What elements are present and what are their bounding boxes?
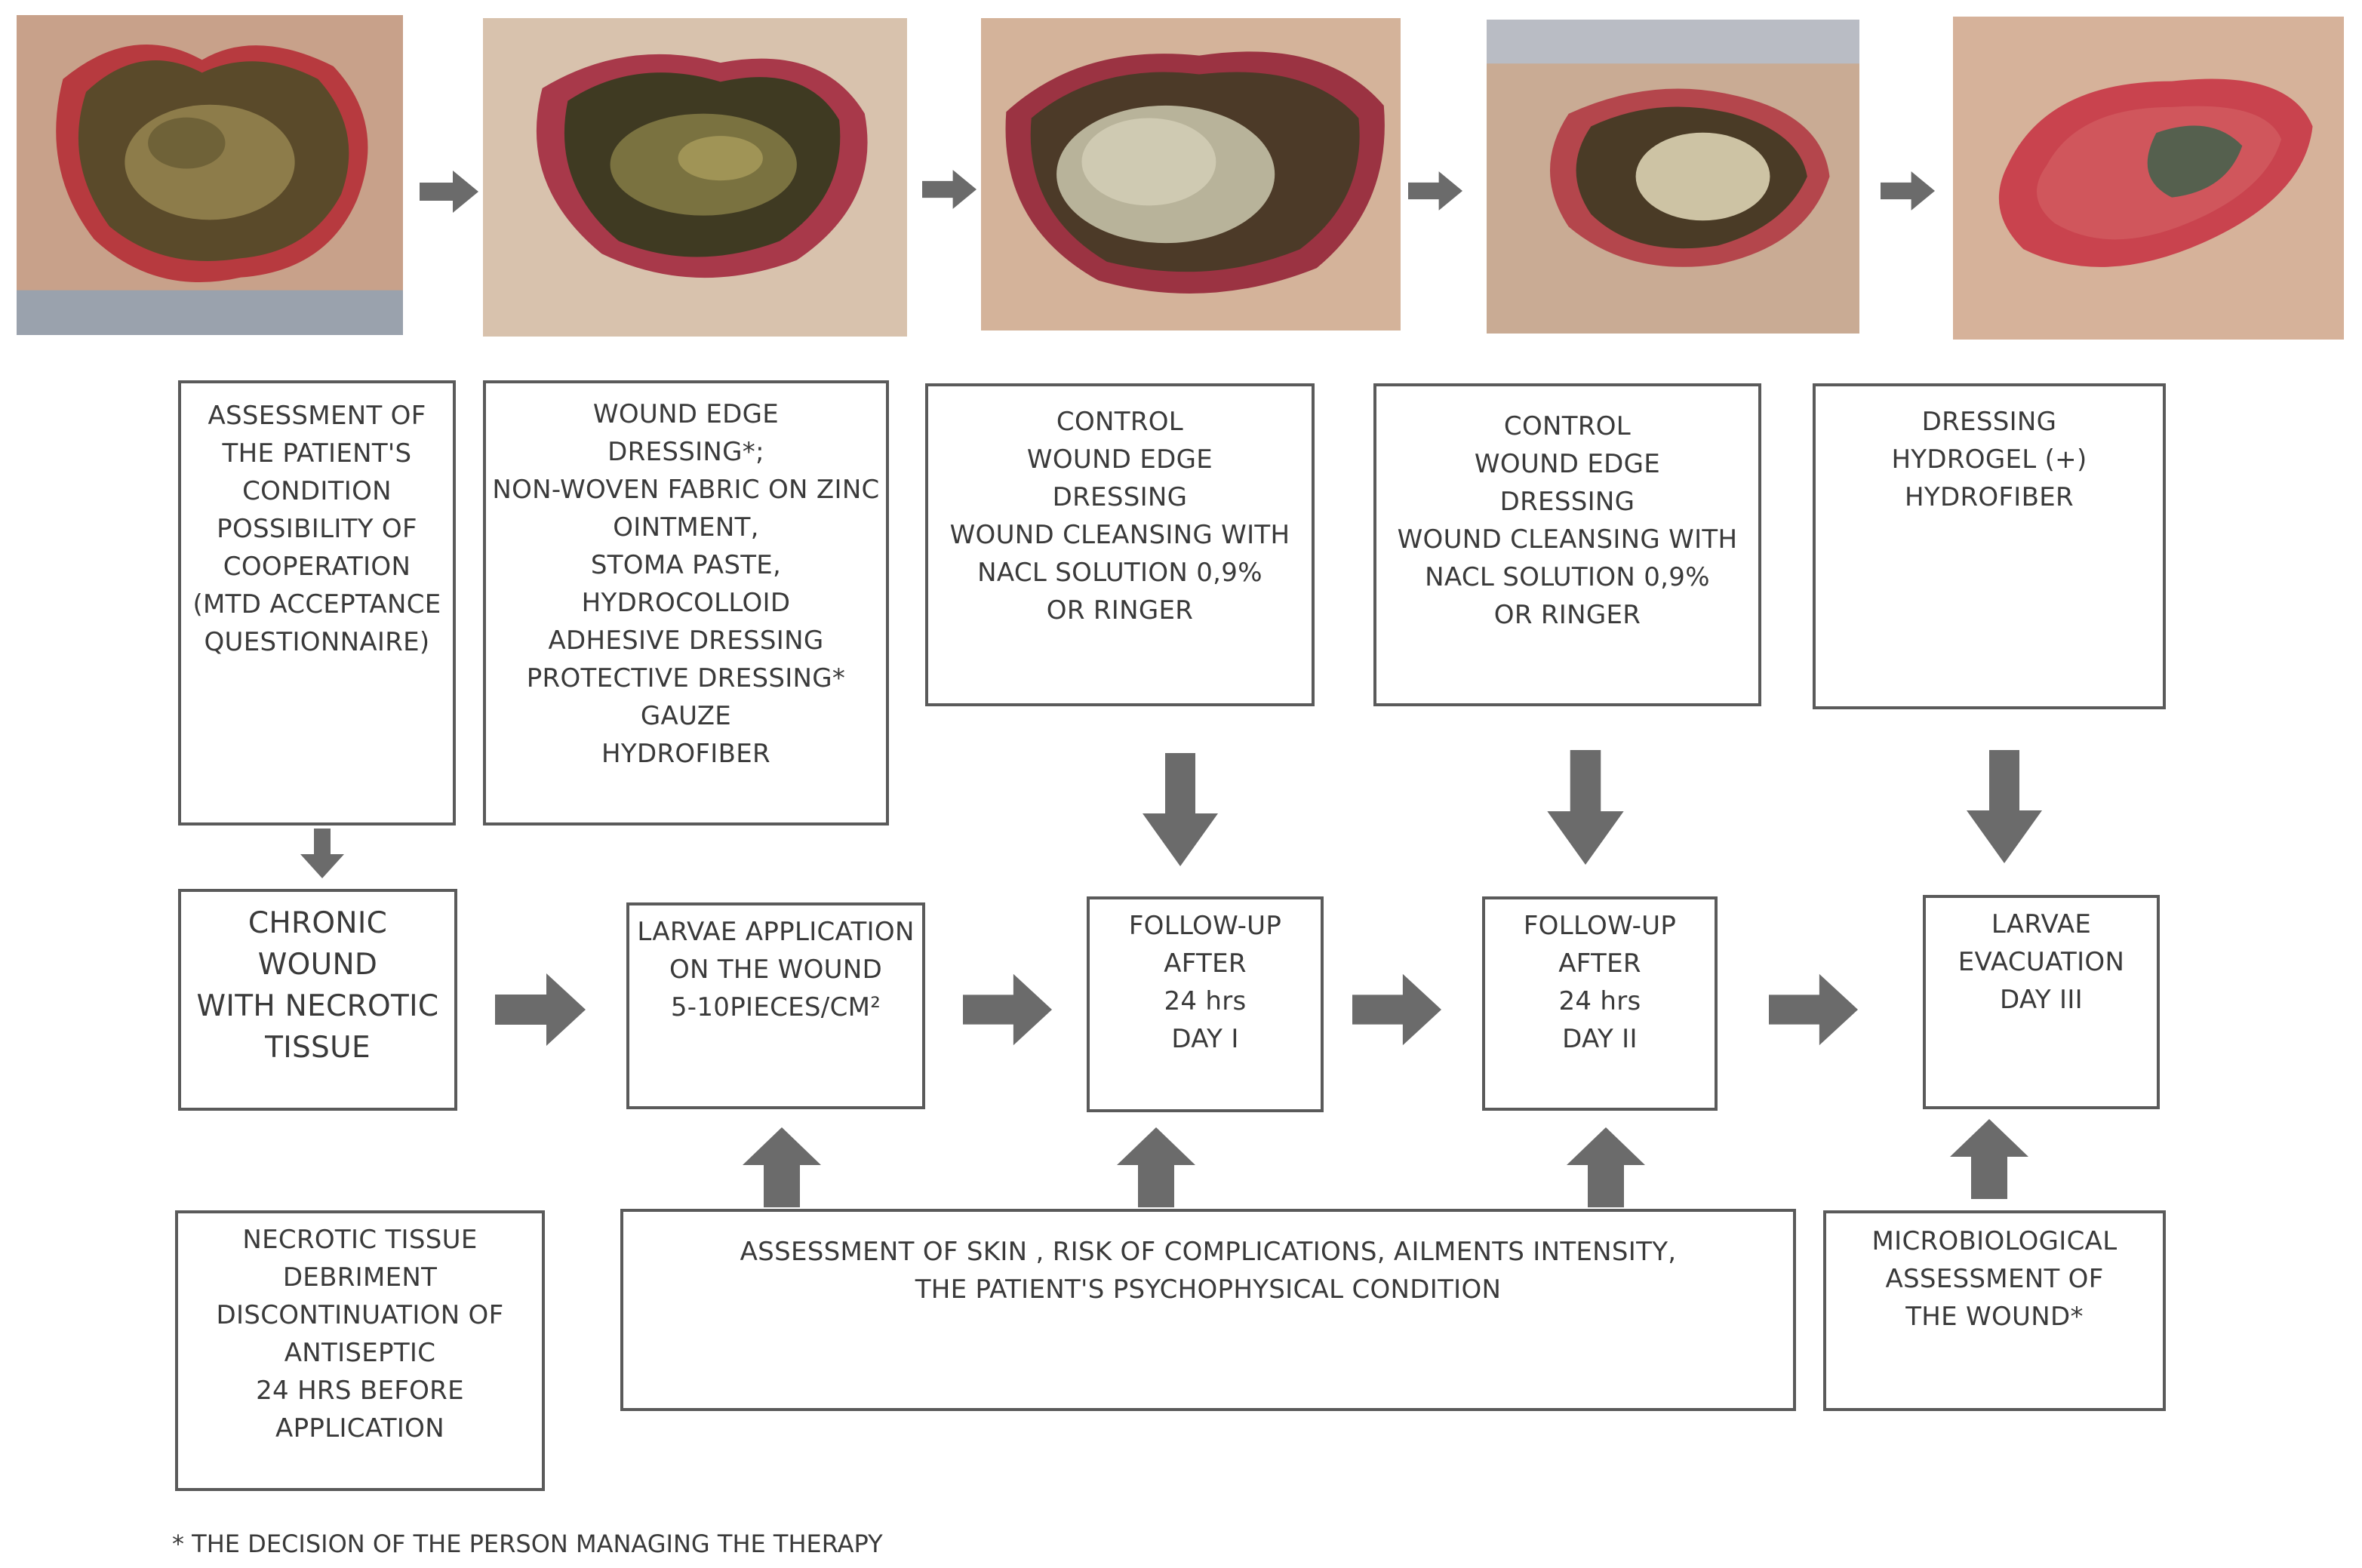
arrow-up-larvae-application xyxy=(743,1127,821,1207)
arrow-up-larvae-evacuation xyxy=(1950,1118,2028,1200)
box-control-2: CONTROL WOUND EDGE DRESSING WOUND CLEANS… xyxy=(1373,383,1761,706)
text-line: CHRONIC xyxy=(248,906,388,940)
arrow-right-1 xyxy=(495,973,586,1046)
box-follow-up-day1: FOLLOW-UP AFTER 24 hrs DAY I xyxy=(1087,896,1324,1112)
footnote: * THE DECISION OF THE PERSON MANAGING TH… xyxy=(172,1530,883,1558)
text-line: LARVAE APPLICATION xyxy=(637,917,915,947)
text-line: DRESSING xyxy=(1921,407,2057,437)
box-dressing-hydrogel: DRESSING HYDROGEL (+) HYDROFIBER xyxy=(1813,383,2166,709)
wound-photo-healing xyxy=(1953,17,2344,340)
box-larvae-evacuation: LARVAE EVACUATION DAY III xyxy=(1923,895,2160,1109)
photo-arrow-2 xyxy=(922,169,976,210)
text-line: CONDITION xyxy=(242,476,392,506)
text-line: AFTER xyxy=(1558,948,1641,979)
box-microbiological: MICROBIOLOGICAL ASSESSMENT OF THE WOUND* xyxy=(1823,1210,2166,1411)
text-line: DRESSING xyxy=(1052,482,1188,512)
text-line: POSSIBILITY OF xyxy=(217,514,417,544)
box-assessment-skin: ASSESSMENT OF SKIN , RISK OF COMPLICATIO… xyxy=(620,1209,1796,1411)
box-follow-up-day2: FOLLOW-UP AFTER 24 hrs DAY II xyxy=(1482,896,1718,1111)
arrow-down-control-1 xyxy=(1143,753,1218,866)
text-line: WITH NECROTIC xyxy=(196,989,439,1023)
text-line: GAUZE xyxy=(640,701,732,731)
box-necrotic-debriment: NECROTIC TISSUE DEBRIMENT DISCONTINUATIO… xyxy=(175,1210,545,1491)
text-line: CONTROL xyxy=(1503,411,1632,441)
text-line: AFTER xyxy=(1164,948,1247,979)
text-line: NON-WOVEN FABRIC ON ZINC xyxy=(492,475,880,505)
text-line: APPLICATION xyxy=(275,1413,444,1443)
wound-photo-larvae xyxy=(981,18,1401,331)
text-line: HYDROCOLLOID xyxy=(581,588,791,618)
text-line: WOUND EDGE xyxy=(592,399,780,429)
text-line: ANTISEPTIC xyxy=(284,1338,436,1368)
wound-photo-dressed xyxy=(483,18,907,337)
text-line: ASSESSMENT OF xyxy=(1885,1264,2104,1294)
text-line: NACL SOLUTION 0,9% xyxy=(1425,562,1710,592)
wound-photo-cleansed xyxy=(1487,20,1859,334)
text-line: WOUND EDGE xyxy=(1026,444,1213,475)
text-line: THE WOUND* xyxy=(1905,1302,2084,1332)
wound-photo-initial xyxy=(17,15,403,335)
box-chronic-wound: CHRONIC WOUND WITH NECROTIC TISSUE xyxy=(178,889,457,1111)
text-line: OINTMENT, xyxy=(613,512,759,543)
text-line: OR RINGER xyxy=(1046,595,1194,626)
box-assessment-patient: ASSESSMENT OF THE PATIENT'S CONDITION PO… xyxy=(178,380,456,826)
text-line: DRESSING xyxy=(1499,487,1635,517)
text-line: 5-10PIECES/CM² xyxy=(670,992,881,1022)
arrow-down-assessment xyxy=(300,829,344,878)
text-line: TISSUE xyxy=(265,1031,371,1065)
text-line: ASSESSMENT OF xyxy=(208,401,426,431)
arrow-down-dressing-hydrogel xyxy=(1967,750,2042,863)
text-line: 24 HRS BEFORE xyxy=(256,1376,464,1406)
text-line: FOLLOW-UP xyxy=(1128,911,1282,941)
arrow-right-3 xyxy=(1352,973,1441,1046)
photo-arrow-3 xyxy=(1408,171,1462,211)
text-line: MICROBIOLOGICAL xyxy=(1871,1226,2117,1256)
text-line: 24 hrs xyxy=(1558,986,1641,1016)
text-line: DRESSING*; xyxy=(607,437,764,467)
text-line: DAY II xyxy=(1562,1024,1638,1054)
text-line: COOPERATION xyxy=(223,552,411,582)
text-line: (MTD ACCEPTANCE xyxy=(192,589,441,620)
text-line: LARVAE xyxy=(1991,909,2092,939)
text-line: EVACUATION xyxy=(1958,947,2125,977)
text-line: NACL SOLUTION 0,9% xyxy=(977,558,1263,588)
text-line: FOLLOW-UP xyxy=(1523,911,1677,941)
text-line: WOUND CLEANSING WITH xyxy=(1397,524,1738,555)
text-line: HYDROFIBER xyxy=(601,739,770,769)
text-line: ADHESIVE DRESSING xyxy=(548,626,824,656)
photo-arrow-1 xyxy=(420,171,478,213)
text-line: DISCONTINUATION OF xyxy=(216,1300,504,1330)
text-line: DAY III xyxy=(2000,985,2083,1015)
text-line: OR RINGER xyxy=(1493,600,1641,630)
text-line: ON THE WOUND xyxy=(669,955,883,985)
text-line: PROTECTIVE DRESSING* xyxy=(526,663,846,693)
box-wound-edge-dressing: WOUND EDGE DRESSING*; NON-WOVEN FABRIC O… xyxy=(483,380,889,826)
text-line: THE PATIENT'S PSYCHOPHYSICAL CONDITION xyxy=(915,1274,1502,1305)
photo-arrow-4 xyxy=(1881,171,1935,211)
text-line: 24 hrs xyxy=(1164,986,1247,1016)
text-line: HYDROGEL (+) xyxy=(1891,444,2087,475)
text-line: CONTROL xyxy=(1056,407,1184,437)
arrow-up-follow-up-day2 xyxy=(1567,1127,1645,1207)
arrow-up-follow-up-day1 xyxy=(1117,1127,1195,1207)
text-line: STOMA PASTE, xyxy=(590,550,782,580)
arrow-right-2 xyxy=(963,973,1052,1046)
text-line: THE PATIENT'S xyxy=(222,438,412,469)
text-line: WOUND EDGE xyxy=(1474,449,1661,479)
text-line: NECROTIC TISSUE xyxy=(242,1225,478,1255)
arrow-right-4 xyxy=(1769,973,1858,1046)
box-control-1: CONTROL WOUND EDGE DRESSING WOUND CLEANS… xyxy=(925,383,1315,706)
text-line: WOUND xyxy=(257,948,378,982)
text-line: WOUND CLEANSING WITH xyxy=(949,520,1290,550)
text-line: DAY I xyxy=(1171,1024,1239,1054)
text-line: QUESTIONNAIRE) xyxy=(204,627,430,657)
text-line: HYDROFIBER xyxy=(1905,482,2074,512)
box-larvae-application: LARVAE APPLICATION ON THE WOUND 5-10PIEC… xyxy=(626,902,925,1109)
text-line: ASSESSMENT OF SKIN , RISK OF COMPLICATIO… xyxy=(740,1237,1677,1267)
text-line: DEBRIMENT xyxy=(282,1262,438,1293)
arrow-down-control-2 xyxy=(1547,750,1624,865)
